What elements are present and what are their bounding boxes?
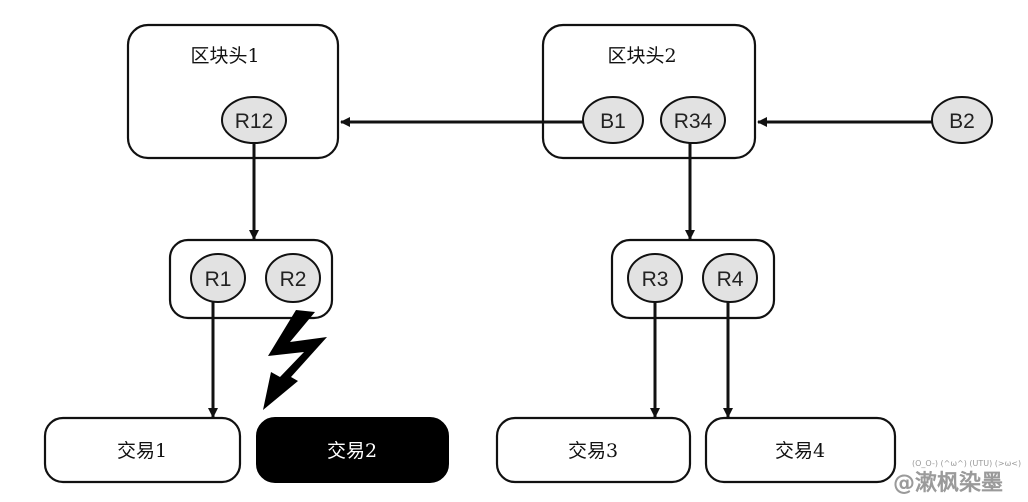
- watermark: (O_O-) (^ω^) (UTU) (>ω<) @漱枫染墨: [893, 459, 1021, 496]
- svg-text:R4: R4: [717, 268, 744, 291]
- svg-text:B1: B1: [600, 110, 626, 133]
- node-r3: R3: [627, 253, 683, 303]
- lightning-bolt-icon: [263, 310, 327, 410]
- svg-text:交易1: 交易1: [117, 440, 167, 462]
- node-r34: R34: [660, 96, 726, 144]
- svg-text:R34: R34: [674, 110, 713, 133]
- svg-text:R3: R3: [642, 268, 669, 291]
- svg-text:R2: R2: [280, 268, 307, 291]
- transaction-4: 交易4: [704, 416, 897, 484]
- node-b1: B1: [582, 96, 644, 144]
- node-r2: R2: [265, 253, 321, 303]
- svg-text:交易3: 交易3: [568, 440, 618, 462]
- block-header-1-title: 区块头1: [190, 45, 259, 67]
- node-b2: B2: [931, 96, 993, 144]
- svg-text:(O_O-) (^ω^) (UTU) (>ω<): (O_O-) (^ω^) (UTU) (>ω<): [912, 459, 1021, 468]
- node-r1: R1: [190, 253, 246, 303]
- node-r4: R4: [702, 253, 758, 303]
- svg-text:R12: R12: [235, 110, 274, 133]
- transaction-3: 交易3: [495, 416, 692, 484]
- transaction-1: 交易1: [43, 416, 242, 484]
- svg-text:B2: B2: [949, 110, 975, 133]
- block-header-2-title: 区块头2: [607, 45, 676, 67]
- svg-text:交易2: 交易2: [327, 440, 377, 462]
- node-r12: R12: [221, 96, 287, 144]
- svg-text:交易4: 交易4: [775, 440, 825, 462]
- svg-text:@漱枫染墨: @漱枫染墨: [893, 470, 1003, 496]
- svg-text:R1: R1: [205, 268, 232, 291]
- block-header-2: 区块头2: [541, 23, 757, 160]
- transaction-2-highlighted: 交易2: [256, 417, 449, 483]
